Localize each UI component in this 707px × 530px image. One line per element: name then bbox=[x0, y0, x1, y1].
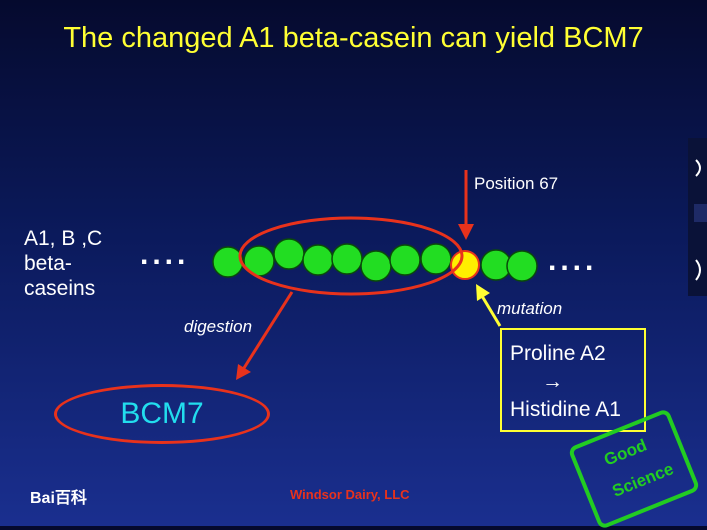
amino-acid-bead bbox=[212, 246, 244, 278]
ellipsis-right: .... bbox=[548, 244, 598, 277]
digestion-label: digestion bbox=[184, 317, 253, 336]
bcm7-label: BCM7 bbox=[120, 397, 204, 430]
digestion-region-ellipse bbox=[238, 216, 464, 296]
side-tab-marks bbox=[694, 159, 707, 281]
amino-acid-bead bbox=[273, 238, 305, 270]
footer-credit: Windsor Dairy, LLC bbox=[290, 487, 410, 502]
amino-acid-bead bbox=[420, 243, 452, 275]
mutation-arrow-head bbox=[476, 284, 490, 301]
baidu-watermark-logo: Bai百科 bbox=[30, 484, 87, 508]
amino-acid-bead bbox=[331, 243, 363, 275]
stamp-line1: Good bbox=[601, 435, 650, 470]
ellipsis-left: .... bbox=[140, 238, 190, 271]
baidu-watermark-text: Bai百科 bbox=[30, 490, 87, 507]
mutation-box-line1: Proline A2 bbox=[510, 342, 606, 365]
bead-chain bbox=[212, 238, 538, 282]
mutation-box-line2: Histidine A1 bbox=[510, 398, 621, 421]
mutation-arrow-shaft bbox=[480, 295, 502, 327]
slide-title: The changed A1 beta-casein can yield BCM… bbox=[63, 22, 644, 54]
digestion-arrow-head bbox=[236, 364, 251, 380]
amino-acid-bead bbox=[360, 250, 392, 282]
casein-label-line3: caseins bbox=[24, 277, 96, 300]
mutation-box-arrow: → bbox=[542, 370, 563, 393]
side-panel-tab bbox=[688, 138, 707, 296]
bcm7-product-ellipse: BCM7 bbox=[54, 384, 270, 444]
amino-acid-bead bbox=[389, 244, 421, 276]
amino-acid-bead bbox=[302, 244, 334, 276]
casein-label-line1: A1, B ,C bbox=[24, 227, 103, 250]
casein-label: A1, B ,C beta- caseins bbox=[24, 226, 102, 301]
digestion-arrow-shaft bbox=[242, 291, 294, 369]
mutant-bead bbox=[450, 250, 480, 280]
amino-acid-bead bbox=[506, 250, 538, 282]
mutation-box: Proline A2 → Histidine A1 bbox=[500, 328, 646, 432]
casein-label-line2: beta- bbox=[24, 252, 72, 275]
position-arrow-head bbox=[458, 224, 474, 240]
position-label: Position 67 bbox=[474, 174, 559, 193]
mutation-label: mutation bbox=[497, 299, 563, 318]
